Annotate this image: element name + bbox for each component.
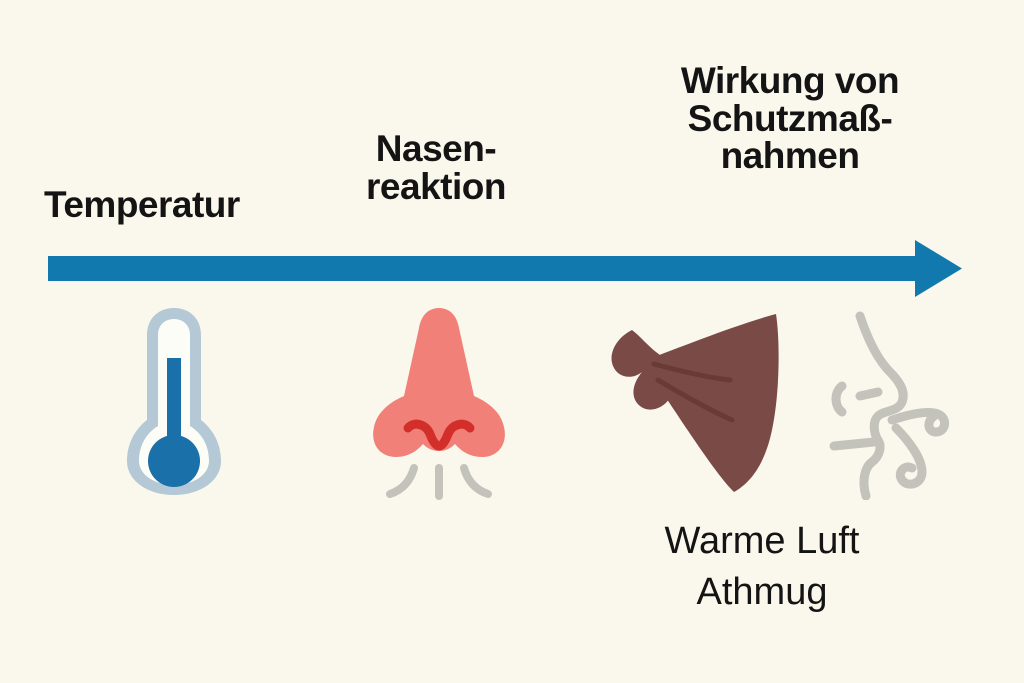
breathing-nose-icon bbox=[829, 311, 949, 500]
nose-icon bbox=[373, 308, 505, 500]
cloth-mask-icon bbox=[611, 314, 779, 492]
warm-air-caption: Warme Luft Athmug bbox=[664, 520, 860, 613]
stage-label-temperatur: Temperatur bbox=[44, 184, 240, 225]
stage-label-wirkung-von-schutzmassnahmen: Wirkung von Schutzmaß- nahmen bbox=[680, 60, 900, 177]
thermometer-icon bbox=[127, 308, 221, 495]
stage-label-nasenreaktion: Nasen- reaktion bbox=[366, 128, 506, 207]
